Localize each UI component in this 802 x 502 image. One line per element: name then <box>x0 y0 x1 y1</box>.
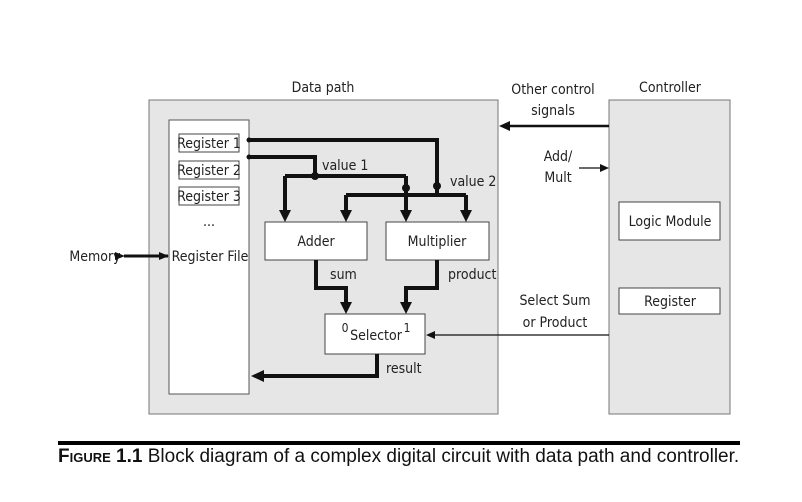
register-file-label: Register File <box>172 249 249 265</box>
result-bus <box>262 354 379 378</box>
block-diagram: Data path Controller Register 1 Register… <box>69 80 731 415</box>
addmult-arrowhead <box>600 164 609 172</box>
multiplier-label: Multiplier <box>408 234 468 250</box>
select-arrowhead <box>426 331 435 339</box>
select-label-2: or Product <box>523 315 588 331</box>
other-control-arrowhead <box>499 121 510 131</box>
value2-label: value 2 <box>450 174 496 190</box>
selector-input-0: 0 <box>342 321 349 335</box>
logic-module-label: Logic Module <box>629 214 712 230</box>
addmult-label-2: Mult <box>544 170 571 186</box>
arrowhead-result <box>251 370 264 382</box>
caption-text: Block diagram of a complex digital circu… <box>142 446 740 467</box>
junction-value1 <box>311 172 319 180</box>
selector-label: Selector <box>350 328 403 344</box>
register-ellipsis: ... <box>203 214 215 230</box>
controller-title: Controller <box>639 80 702 96</box>
arrowhead-mult-v2 <box>460 210 472 222</box>
register2-bus <box>249 155 317 176</box>
product-label: product <box>448 267 496 283</box>
figure-label: Figure 1.1 <box>58 446 143 467</box>
figure-caption: Figure 1.1 Block diagram of a complex di… <box>58 446 758 467</box>
controller-register-block <box>618 287 721 315</box>
result-label: result <box>386 361 422 377</box>
caption-rule <box>58 441 740 445</box>
multiplier-block <box>385 221 490 261</box>
controller-register-label: Register <box>644 294 697 310</box>
register-2-label: Register 2 <box>177 163 241 179</box>
product-bus <box>404 260 439 304</box>
arrowhead-adder-v1 <box>279 210 291 222</box>
sum-label: sum <box>330 267 357 283</box>
select-label-1: Select Sum <box>519 293 590 309</box>
selector-input-1: 1 <box>404 321 411 335</box>
controller-panel <box>608 99 731 415</box>
register-1 <box>178 133 240 153</box>
other-control-label-1: Other control <box>511 82 594 98</box>
register-2 <box>178 160 240 180</box>
arrowhead-adder-v2 <box>340 210 352 222</box>
junction-reg2 <box>246 154 252 160</box>
arrowhead-mult-v1 <box>400 210 412 222</box>
arrowhead-sel-1 <box>400 302 412 314</box>
arrowhead-sel-0 <box>340 302 352 314</box>
adder-label: Adder <box>297 234 335 250</box>
value1-label: value 1 <box>322 158 368 174</box>
register-1-label: Register 1 <box>177 136 241 152</box>
register-3 <box>178 186 240 206</box>
memory-label: Memory <box>69 249 121 265</box>
sum-bus <box>314 260 348 304</box>
addmult-label-1: Add/ <box>544 149 573 165</box>
other-control-label-2: signals <box>531 103 575 119</box>
register-3-label: Register 3 <box>177 189 241 205</box>
junction-reg1 <box>246 137 252 143</box>
logic-module-block <box>618 201 721 241</box>
datapath-title: Data path <box>292 80 355 96</box>
selector-block <box>324 313 426 355</box>
register1-bus <box>249 138 439 182</box>
